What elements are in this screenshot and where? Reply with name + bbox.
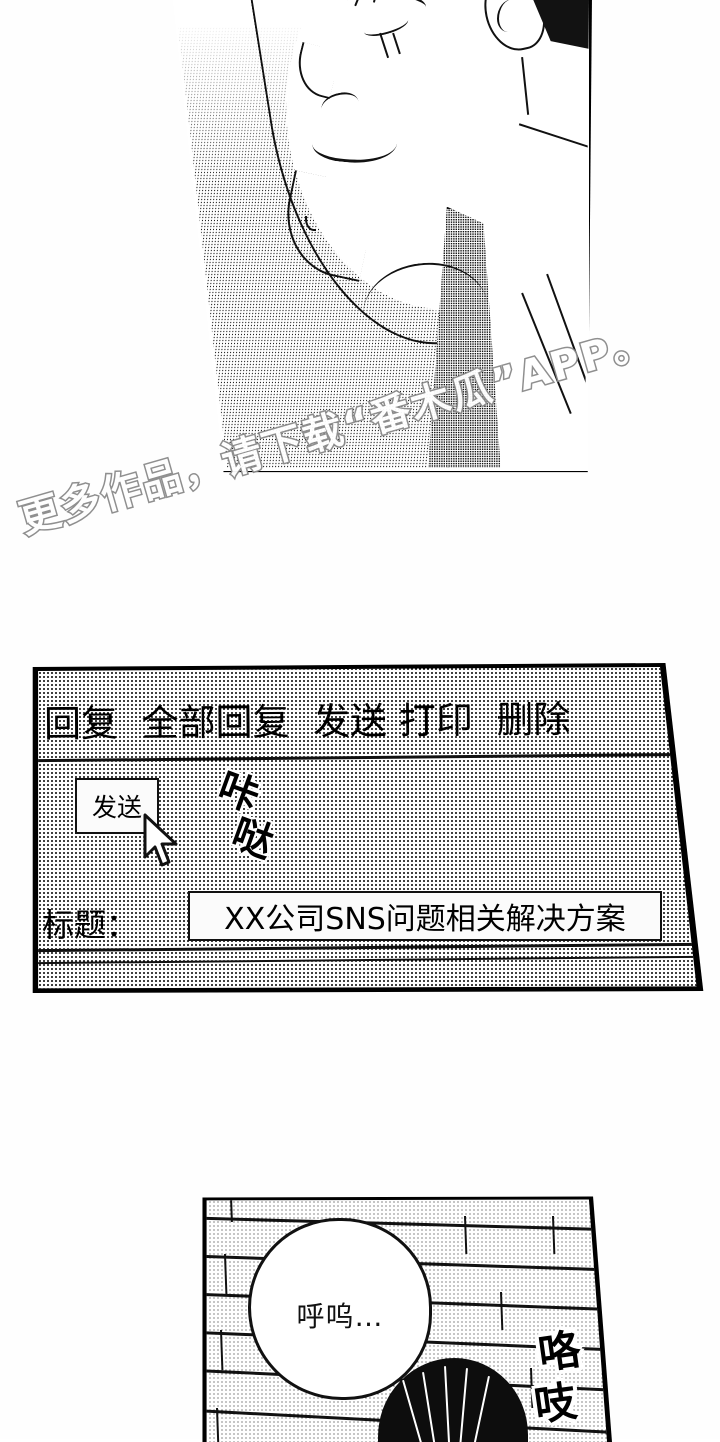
toolbar-item-reply[interactable]: 回复 [44, 705, 118, 743]
subject-input[interactable]: XX公司SNS问题相关解决方案 [188, 891, 662, 941]
toolbar-item-send[interactable]: 发送 [313, 702, 387, 740]
panel-face-art [171, 0, 589, 471]
toolbar-gap [387, 702, 399, 739]
speech-bubble: 呼呜… [248, 1218, 432, 1400]
email-toolbar: 回复 全部回复 发送 打印 删除 [44, 692, 664, 749]
mouse-pointer-icon [143, 813, 183, 869]
toolbar-gap [118, 704, 142, 741]
speech-bubble-text: 呼呜… [296, 1295, 383, 1335]
hair-strand [459, 1368, 469, 1442]
hair-strand [444, 1366, 451, 1442]
hair-strand [422, 1372, 437, 1442]
email-window: 回复 全部回复 发送 打印 删除 发送 标题： XX公司SNS问题相关解决方案 [30, 663, 706, 995]
toolbar-item-reply-all[interactable]: 全部回复 [141, 703, 289, 741]
toolbar-item-print[interactable]: 打印 [399, 701, 473, 739]
subject-label: 标题： [42, 900, 138, 946]
subject-value: XX公司SNS问题相关解决方案 [224, 894, 626, 938]
send-button-label: 发送 [92, 788, 142, 824]
creak-sfx-char-2: 吱 [530, 1367, 580, 1433]
toolbar-gap [473, 701, 497, 738]
toolbar-gap [289, 703, 313, 740]
panel-face [168, 0, 592, 474]
hair-strand [473, 1376, 491, 1442]
toolbar-item-delete[interactable]: 删除 [496, 701, 570, 739]
ear-inner-line [497, 0, 524, 32]
panel-mail: 回复 全部回复 发送 打印 删除 发送 标题： XX公司SNS问题相关解决方案 [30, 663, 706, 995]
hair-strand [402, 1380, 423, 1442]
